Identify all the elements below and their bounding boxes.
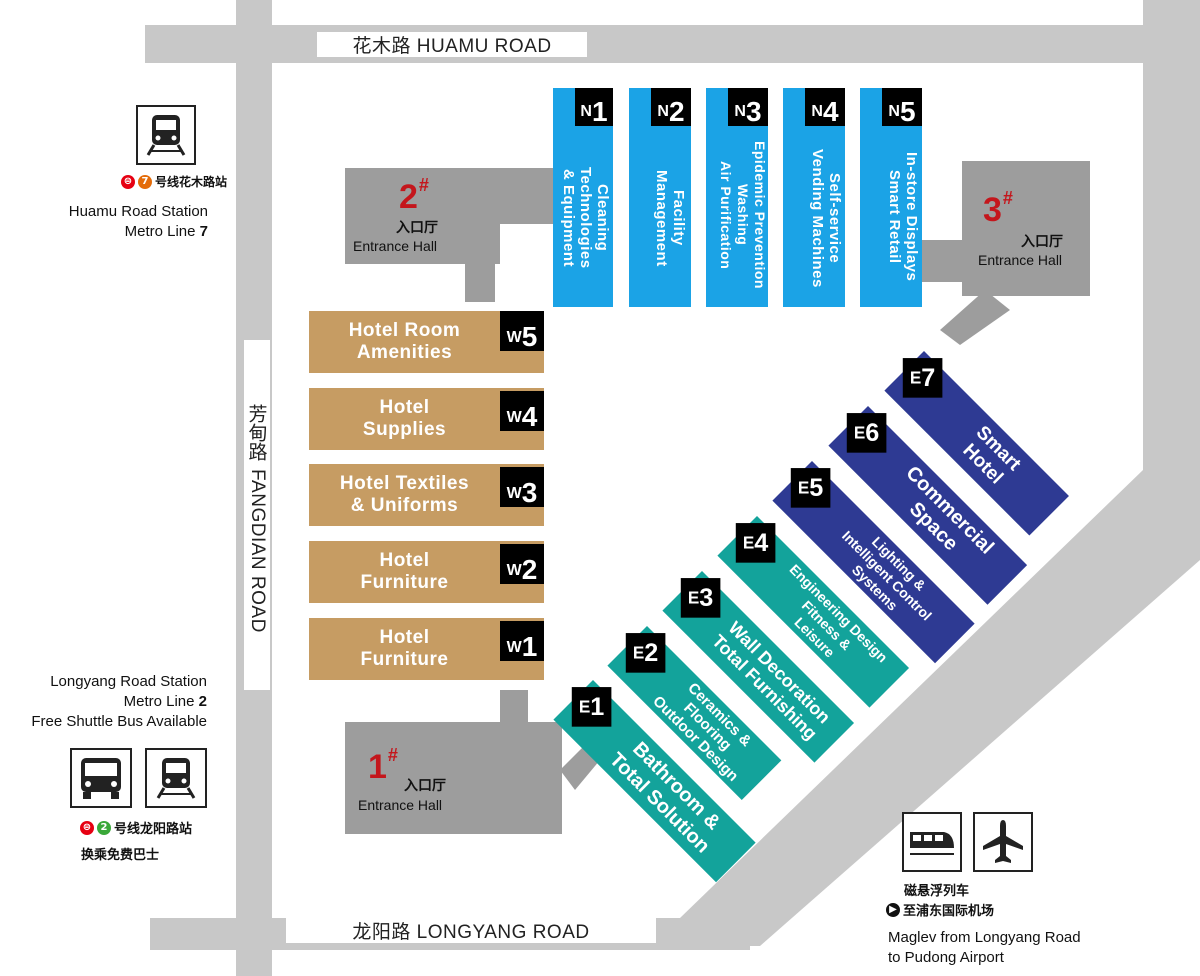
entrance-hall-3-en: Entrance Hall <box>978 252 1063 268</box>
hall-w3-label: Hotel Textiles & Uniforms <box>339 473 470 516</box>
huamu-road-label: 花木路 HUAMU ROAD <box>317 32 587 57</box>
hall-w4-label: Hotel Supplies <box>362 397 447 440</box>
longyang-metro-box <box>145 748 207 808</box>
airport-box <box>973 812 1033 872</box>
line-7-circle: 7 <box>138 174 152 189</box>
entrance-hall-2-stem <box>465 264 495 302</box>
longyang-station-name: Longyang Road Station <box>50 673 207 690</box>
entrance-hall-3-wing <box>922 240 962 282</box>
hall-n2-label: Facility Management <box>653 169 687 267</box>
entrance-hall-1-stem <box>500 690 528 722</box>
maglev-box <box>902 812 962 872</box>
metro-train-icon <box>146 115 186 156</box>
hall-n3-label: Epidemic Prevention Washing Air Purifica… <box>718 141 768 289</box>
hall-n4-label: Self-service Vending Machines <box>809 148 843 288</box>
longyang-shuttle-cn: 换乘免费巴士 <box>81 848 160 863</box>
maglev-text: Maglev from Longyang Road to Pudong Airp… <box>888 928 1081 968</box>
hall-w2-label: Hotel Furniture <box>360 550 449 593</box>
entrance-hall-3-cn: 入口厅 <box>1021 234 1063 250</box>
metro-logo-icon: ⊜ <box>121 174 135 189</box>
maglev-cn-2: ▶ 至浦东国际机场 <box>886 900 994 919</box>
huamu-metro-badge: ⊜ 7 号线花木路站 <box>121 173 227 190</box>
hall-n1-label: Cleaning Technologies & Equipment <box>560 166 611 269</box>
bus-icon <box>81 758 121 799</box>
maglev-en-2: to Pudong Airport <box>888 949 1004 966</box>
longyang-metro-badge: ⊜ 2 号线龙阳路站 <box>80 818 192 837</box>
hall-w5-label: Hotel Room Amenities <box>348 320 461 363</box>
entrance-hall-1 <box>345 722 562 834</box>
entrance-hall-1-cn: 入口厅 <box>404 778 446 794</box>
play-arrow-icon: ▶ <box>886 902 900 917</box>
fangdian-road-en: FANGDIAN ROAD <box>247 469 268 633</box>
entrance-hall-3 <box>962 161 1090 296</box>
entrance-hall-2-wing <box>500 168 553 224</box>
maglev-en-1: Maglev from Longyang Road <box>888 929 1081 946</box>
huamu-station-text: Huamu Road Station Metro Line 7 <box>0 202 208 242</box>
entrance-hall-2-cn: 入口厅 <box>396 220 438 236</box>
huamu-station-name: Huamu Road Station <box>68 203 208 220</box>
east-road-top <box>1143 0 1200 470</box>
entrance-hall-1-number: 1# <box>368 745 398 786</box>
huamu-station-cn: 号线花木路站 <box>155 175 228 189</box>
huamu-station-line: Metro Line 7 <box>124 223 208 240</box>
longyang-bus-box <box>70 748 132 808</box>
airplane-icon <box>983 820 1023 863</box>
entrance-hall-2-en: Entrance Hall <box>353 238 438 254</box>
entrance-hall-3-number: 3# <box>983 188 1013 229</box>
metro-logo-icon: ⊜ <box>80 820 94 835</box>
longyang-station-line: Metro Line 2 <box>123 693 207 710</box>
metro-train-icon <box>156 758 196 799</box>
longyang-road-label: 龙阳路 LONGYANG ROAD <box>286 918 656 943</box>
line-2-circle: 2 <box>97 820 111 835</box>
maglev-train-icon <box>910 832 954 855</box>
maglev-cn-1: 磁悬浮列车 <box>904 884 970 899</box>
entrance-hall-2-number: 2# <box>399 175 429 216</box>
hall-n5-label: In-store Displays Smart Retail <box>886 152 920 282</box>
longyang-shuttle: Free Shuttle Bus Available <box>31 713 207 730</box>
longyang-station-cn: 号线龙阳路站 <box>114 822 193 837</box>
fangdian-road-cn: 芳甸路 <box>245 404 268 461</box>
entrance-hall-2 <box>345 168 500 264</box>
entrance-hall-1-en: Entrance Hall <box>358 797 443 813</box>
hall-w1-label: Hotel Furniture <box>360 627 449 670</box>
huamu-metro-box <box>136 105 196 165</box>
fangdian-road-label: 芳甸路 FANGDIAN ROAD <box>244 340 270 690</box>
longyang-station-text: Longyang Road Station Metro Line 2 Free … <box>0 672 207 732</box>
